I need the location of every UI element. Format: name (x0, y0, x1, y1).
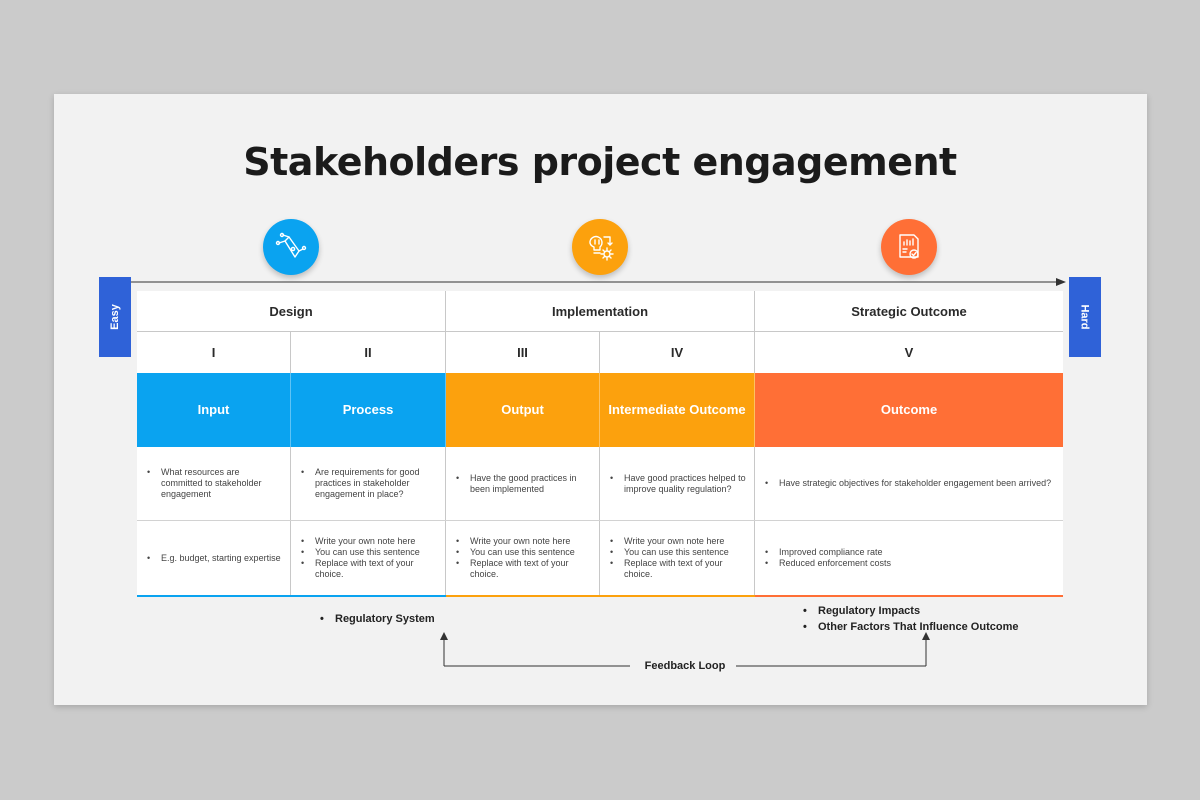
list-item: What resources are committed to stakehol… (147, 467, 282, 500)
stage-input: Input (137, 373, 291, 447)
list-item: Improved compliance rate (765, 547, 891, 558)
list-item: Have strategic objectives for stakeholde… (765, 478, 1051, 489)
report-check-icon (881, 219, 937, 275)
roman-numeral: I (137, 332, 291, 373)
regulatory-impacts-list: Regulatory Impacts Other Factors That In… (803, 603, 1018, 635)
question-row: What resources are committed to stakehol… (137, 447, 1063, 521)
note-cell: Write your own note here You can use thi… (446, 521, 600, 595)
list-item: Replace with text of your choice. (456, 558, 591, 580)
feedback-loop-label: Feedback Loop (644, 660, 726, 672)
feedback-loop-arrow (440, 632, 930, 667)
question-cell: Have good practices helped to improve qu… (600, 447, 755, 520)
list-item: Have the good practices in been implemen… (456, 473, 591, 495)
roman-numeral: IV (600, 332, 755, 373)
pen-nodes-icon (263, 219, 319, 275)
question-cell: Are requirements for good practices in s… (291, 447, 446, 520)
question-cell: Have strategic objectives for stakeholde… (755, 447, 1063, 520)
list-item: You can use this sentence (610, 547, 746, 558)
phase-implementation: Implementation (446, 291, 755, 331)
regulatory-system-list: Regulatory System (320, 611, 435, 627)
roman-row: I II III IV V (137, 332, 1063, 373)
difficulty-arrow (130, 278, 1066, 286)
list-item: Write your own note here (456, 536, 591, 547)
note-cell: Improved compliance rate Reduced enforce… (755, 521, 1063, 595)
roman-numeral: III (446, 332, 600, 373)
list-item: Other Factors That Influence Outcome (803, 619, 1018, 635)
note-cell: E.g. budget, starting expertise (137, 521, 291, 595)
underline-amber (446, 595, 755, 597)
phase-row: Design Implementation Strategic Outcome (137, 291, 1063, 332)
list-item: Replace with text of your choice. (610, 558, 746, 580)
roman-numeral: II (291, 332, 446, 373)
list-item: You can use this sentence (301, 547, 437, 558)
roman-numeral: V (904, 345, 914, 360)
hard-label: Hard (1069, 277, 1101, 357)
color-underline (137, 595, 1063, 597)
idea-gear-icon (572, 219, 628, 275)
list-item: Have good practices helped to improve qu… (610, 473, 746, 495)
list-item: Write your own note here (301, 536, 437, 547)
underline-blue (137, 595, 446, 597)
list-item: Replace with text of your choice. (301, 558, 437, 580)
question-cell: Have the good practices in been implemen… (446, 447, 600, 520)
list-item: Are requirements for good practices in s… (301, 467, 437, 500)
list-item: Regulatory Impacts (803, 603, 1018, 619)
stage-intermediate-outcome: Intermediate Outcome (600, 373, 755, 447)
stage-outcome: Outcome (755, 373, 1063, 447)
phase-design: Design (137, 291, 446, 331)
list-item: Regulatory System (320, 611, 435, 627)
list-item: Write your own note here (610, 536, 746, 547)
list-item: Reduced enforcement costs (765, 558, 891, 569)
note-cell: Write your own note here You can use thi… (600, 521, 755, 595)
note-row: E.g. budget, starting expertise Write yo… (137, 521, 1063, 595)
list-item: You can use this sentence (456, 547, 591, 558)
stage-header-row: Input Process Output Intermediate Outcom… (137, 373, 1063, 447)
stage-process: Process (291, 373, 446, 447)
note-cell: Write your own note here You can use thi… (291, 521, 446, 595)
list-item: E.g. budget, starting expertise (147, 553, 281, 564)
stage-output: Output (446, 373, 600, 447)
easy-label: Easy (99, 277, 131, 357)
underline-orange (755, 595, 1063, 597)
engagement-table: Design Implementation Strategic Outcome … (137, 291, 1063, 597)
page-title: Stakeholders project engagement (243, 140, 957, 184)
phase-strategic-outcome: Strategic Outcome (851, 303, 967, 319)
question-cell: What resources are committed to stakehol… (137, 447, 291, 520)
